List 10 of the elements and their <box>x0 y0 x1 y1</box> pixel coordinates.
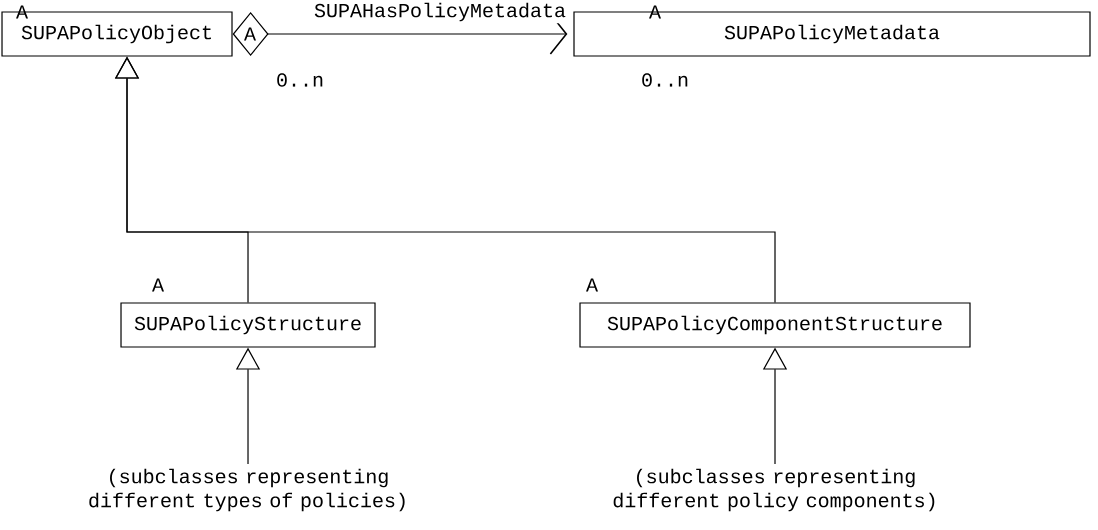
abstract-marker: A <box>152 278 165 292</box>
abstract-marker: A <box>586 278 598 292</box>
multiplicity-label: 0..n <box>277 73 323 87</box>
class-box: SUPAPolicyStructure <box>120 302 376 348</box>
association-line <box>232 12 568 56</box>
class-box: SUPAPolicyComponentStructure <box>579 302 971 348</box>
note-text: (subclasses representing different policy components) <box>613 468 935 512</box>
note-text: (subclasses representing different types of policies) <box>89 468 405 512</box>
aggregation-marker: A <box>244 27 256 41</box>
edge-label: SUPAHasPolicyMetadata <box>312 0 569 24</box>
